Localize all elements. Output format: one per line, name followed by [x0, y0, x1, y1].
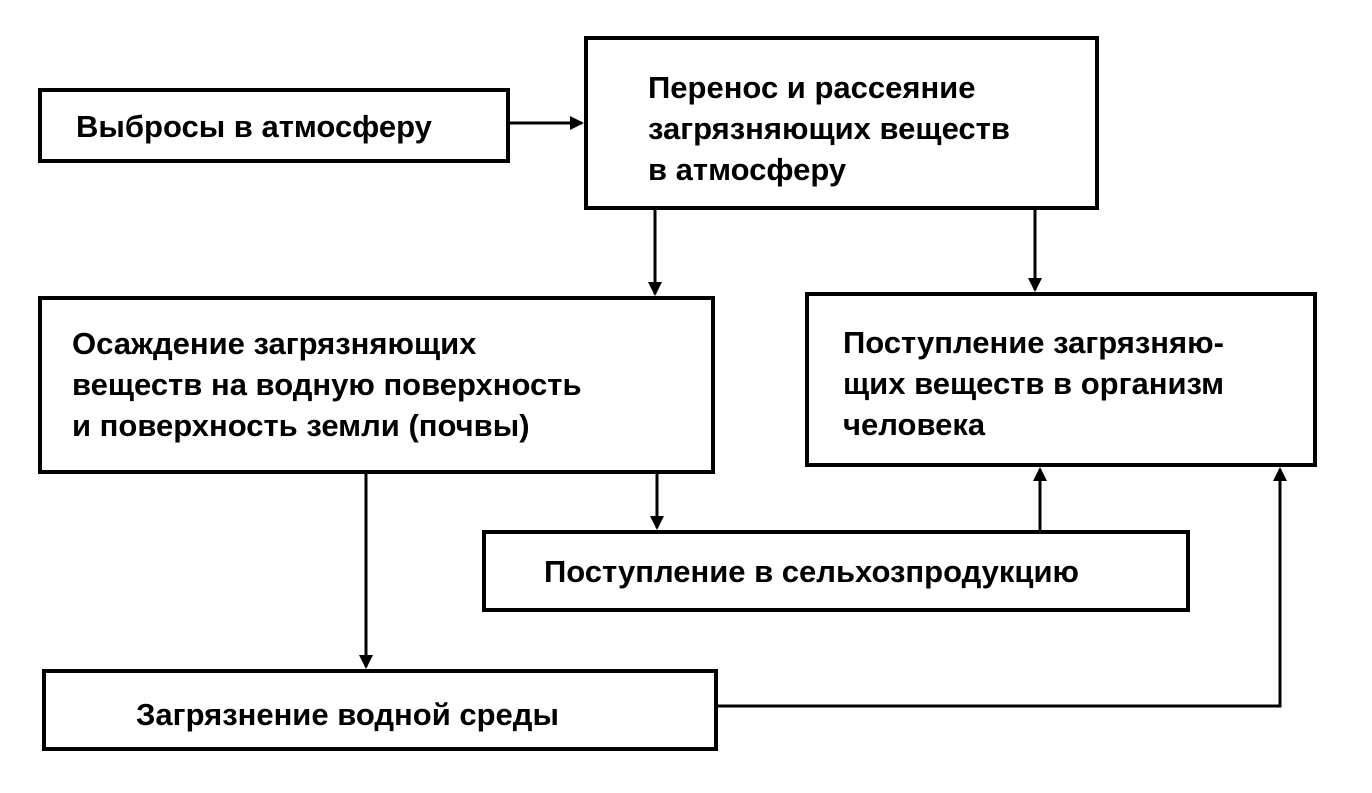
node-transfer: Перенос и рассеяние загрязняющих веществ…: [584, 36, 1099, 210]
node-water-pollution-label: Загрязнение водной среды: [136, 697, 559, 732]
node-agri-products-label: Поступление в сельхозпродукцию: [544, 554, 1080, 589]
arrow-water-to-intake: [718, 467, 1287, 708]
node-human-intake-label: Поступление загрязняю- щих веществ в орг…: [843, 325, 1225, 442]
node-transfer-label: Перенос и рассеяние загрязняющих веществ…: [648, 70, 1010, 187]
node-emissions: Выбросы в атмосферу: [38, 88, 510, 163]
node-deposition-label: Осаждение загрязняющих веществ на водную…: [72, 326, 582, 443]
node-agri-products: Поступление в сельхозпродукцию: [482, 530, 1190, 612]
node-human-intake: Поступление загрязняю- щих веществ в орг…: [805, 292, 1317, 467]
node-deposition: Осаждение загрязняющих веществ на водную…: [38, 296, 715, 474]
node-water-pollution: Загрязнение водной среды: [42, 669, 718, 751]
node-emissions-label: Выбросы в атмосферу: [76, 109, 432, 144]
